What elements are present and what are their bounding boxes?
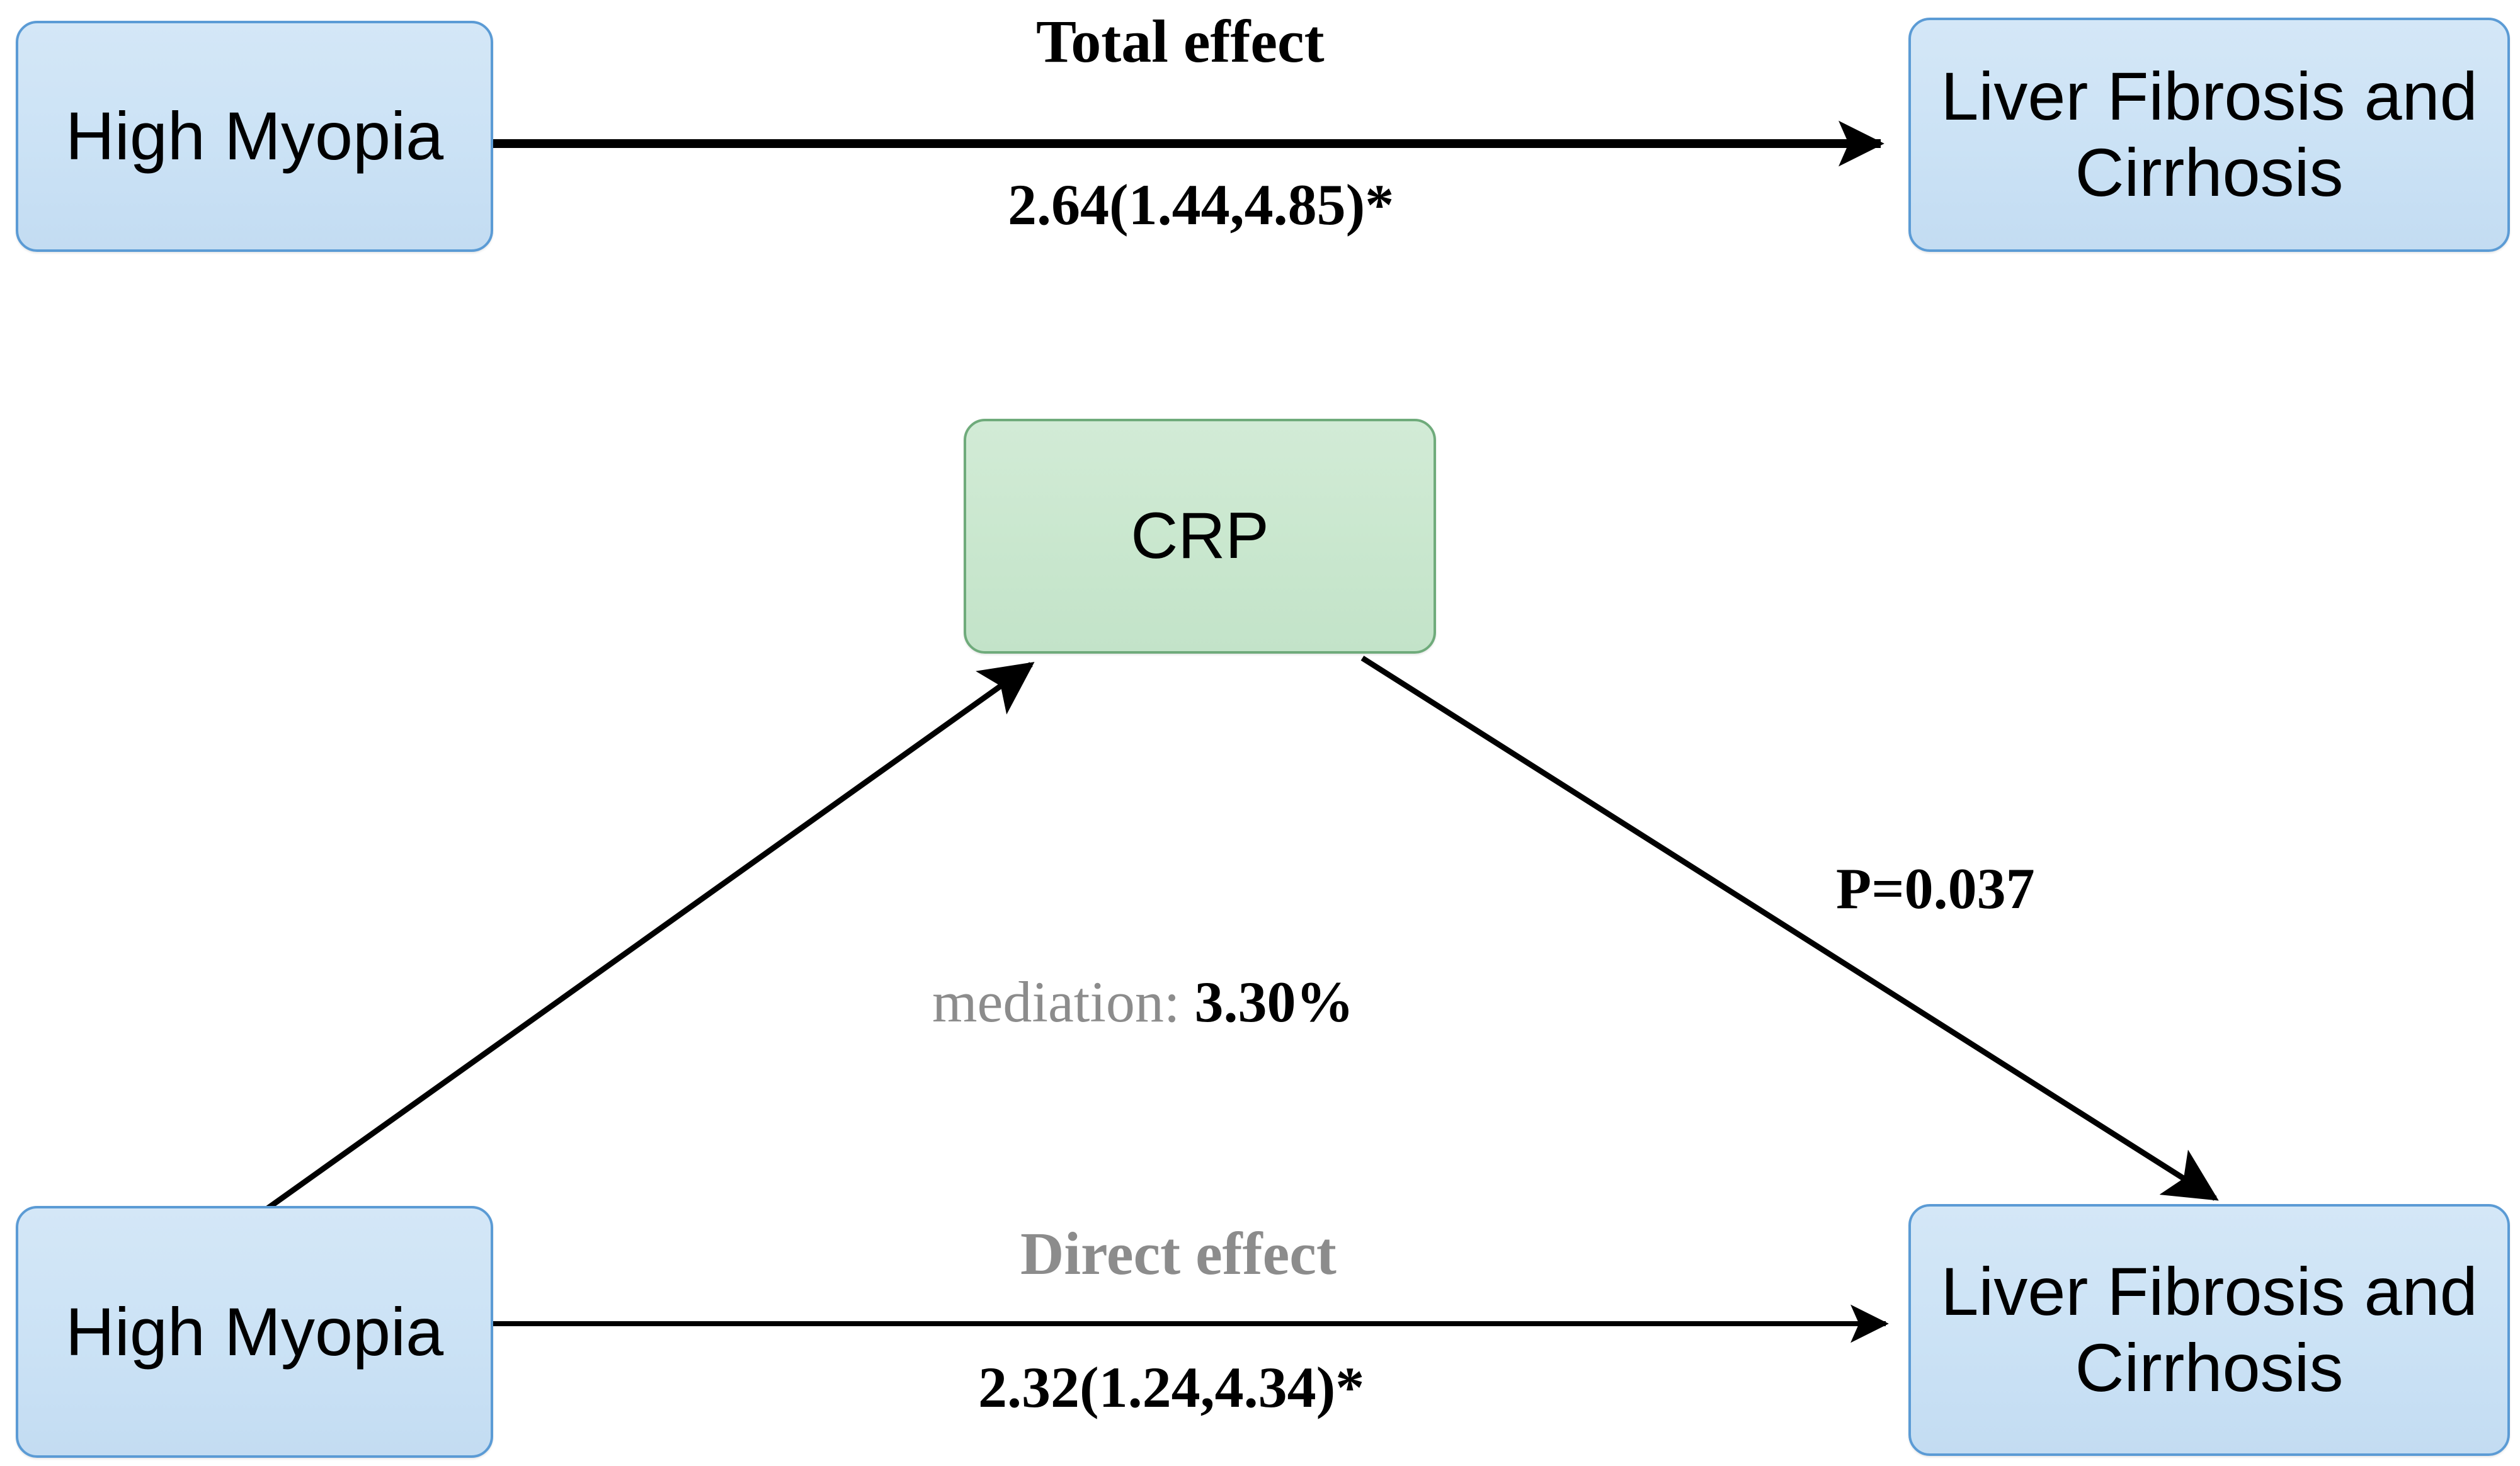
node-exposure-top[interactable]: High Myopia bbox=[16, 21, 493, 252]
node-outcome-top[interactable]: Liver Fibrosis and Cirrhosis bbox=[1908, 18, 2510, 252]
node-outcome-bottom[interactable]: Liver Fibrosis and Cirrhosis bbox=[1908, 1204, 2510, 1456]
edge-b-path bbox=[1360, 656, 2219, 1201]
edge-a-path bbox=[258, 662, 1035, 1217]
label-mediation-value: 3.30% bbox=[1194, 970, 1354, 1034]
node-exposure-bottom-label: High Myopia bbox=[65, 1293, 444, 1370]
label-mediation-proportion: mediation: 3.30% bbox=[932, 969, 1354, 1035]
node-mediator-crp[interactable]: CRP bbox=[964, 419, 1436, 654]
node-outcome-top-label: Liver Fibrosis and Cirrhosis bbox=[1941, 58, 2478, 210]
label-b-path-pvalue: P=0.037 bbox=[1836, 856, 2035, 921]
node-mediator-label: CRP bbox=[1131, 499, 1269, 573]
label-mediation-word: mediation: bbox=[932, 970, 1195, 1034]
label-total-effect-name: Total effect bbox=[1036, 8, 1325, 75]
node-exposure-top-label: High Myopia bbox=[65, 98, 444, 174]
label-direct-effect-value: 2.32(1.24,4.34)* bbox=[978, 1355, 1365, 1419]
label-direct-effect-name: Direct effect bbox=[1020, 1220, 1337, 1287]
node-outcome-bottom-label: Liver Fibrosis and Cirrhosis bbox=[1941, 1253, 2478, 1406]
label-total-effect-value: 2.64(1.44,4.85)* bbox=[1008, 173, 1394, 237]
node-exposure-bottom[interactable]: High Myopia bbox=[16, 1206, 493, 1458]
